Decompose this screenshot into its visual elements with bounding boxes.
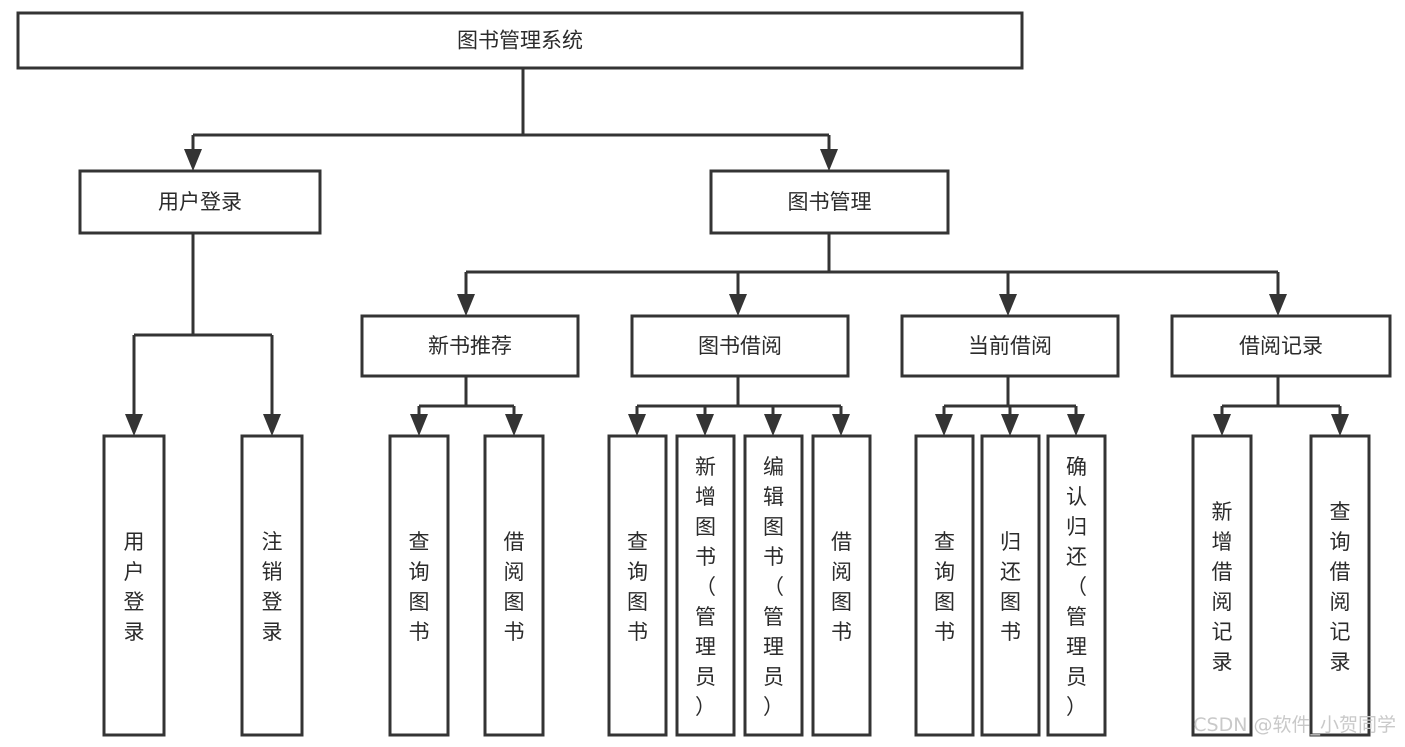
node-box-leaf-add-book[interactable] (675, 434, 736, 737)
node-label-user-login: 用户登录 (158, 190, 242, 214)
connector-book-borrow-to-leaves (628, 376, 850, 436)
node-box-book-borrow[interactable] (630, 314, 850, 378)
node-leaf-borrow-book-2[interactable]: 借阅图书 (811, 434, 872, 737)
node-label-leaf-query-borrow-record: 查询借阅记录 (1330, 500, 1351, 674)
connector-current-borrow-to-leaves (935, 376, 1085, 436)
node-book-borrow[interactable]: 图书借阅 (630, 314, 850, 378)
node-box-leaf-query-book-1[interactable] (388, 434, 450, 737)
node-box-leaf-add-borrow-record[interactable] (1191, 434, 1253, 737)
node-box-leaf-query-book-3[interactable] (914, 434, 975, 737)
node-label-leaf-borrow-book-2: 借阅图书 (831, 530, 852, 644)
node-label-leaf-edit-book: 编辑图书（管理员） (763, 455, 784, 719)
node-label-leaf-query-book-3: 查询图书 (934, 530, 955, 644)
node-leaf-query-borrow-record[interactable]: 查询借阅记录 (1309, 434, 1371, 737)
connector-borrow-record-to-leaves (1213, 376, 1349, 436)
node-leaf-confirm-return[interactable]: 确认归还（管理员） (1046, 434, 1107, 737)
node-label-leaf-user-logout: 注销登录 (262, 530, 283, 644)
node-new-book-recommend[interactable]: 新书推荐 (360, 314, 580, 378)
node-label-borrow-record: 借阅记录 (1239, 334, 1323, 358)
csdn-watermark: CSDN @软件_小贺同学 (1193, 714, 1396, 736)
node-box-current-borrow[interactable] (900, 314, 1120, 378)
node-book-manage[interactable]: 图书管理 (709, 169, 950, 235)
connector-user-login-to-leaves (125, 233, 281, 436)
node-current-borrow[interactable]: 当前借阅 (900, 314, 1120, 378)
node-box-new-book-recommend[interactable] (360, 314, 580, 378)
node-box-leaf-edit-book[interactable] (743, 434, 804, 737)
node-label-book-manage: 图书管理 (788, 190, 872, 214)
node-root[interactable]: 图书管理系统 (16, 11, 1024, 70)
node-label-leaf-user-login: 用户登录 (124, 530, 145, 644)
node-box-leaf-user-login[interactable] (102, 434, 166, 737)
node-box-borrow-record[interactable] (1170, 314, 1392, 378)
node-leaf-user-logout[interactable]: 注销登录 (240, 434, 304, 737)
node-box-user-login[interactable] (78, 169, 322, 235)
connector-root-to-level2 (184, 68, 838, 171)
node-leaf-query-book-3[interactable]: 查询图书 (914, 434, 975, 737)
node-leaf-return-book[interactable]: 归还图书 (980, 434, 1041, 737)
node-box-book-manage[interactable] (709, 169, 950, 235)
node-leaf-edit-book[interactable]: 编辑图书（管理员） (743, 434, 804, 737)
node-label-leaf-add-borrow-record: 新增借阅记录 (1212, 500, 1233, 674)
node-label-leaf-query-book-2: 查询图书 (627, 530, 648, 644)
connector-new-book-recommend-to-leaves (410, 376, 523, 436)
connector-book-manage-to-level3 (457, 233, 1287, 316)
connectors-layer (125, 68, 1349, 436)
node-leaf-query-book-2[interactable]: 查询图书 (607, 434, 668, 737)
node-label-leaf-add-book: 新增图书（管理员） (695, 455, 716, 719)
node-box-leaf-return-book[interactable] (980, 434, 1041, 737)
node-label-new-book-recommend: 新书推荐 (428, 334, 512, 358)
node-label-root: 图书管理系统 (457, 29, 583, 53)
node-box-leaf-borrow-book-2[interactable] (811, 434, 872, 737)
node-leaf-user-login[interactable]: 用户登录 (102, 434, 166, 737)
node-borrow-record[interactable]: 借阅记录 (1170, 314, 1392, 378)
node-box-leaf-confirm-return[interactable] (1046, 434, 1107, 737)
node-user-login[interactable]: 用户登录 (78, 169, 322, 235)
node-label-leaf-borrow-book-1: 借阅图书 (504, 530, 525, 644)
nodes-layer: 图书管理系统用户登录图书管理新书推荐图书借阅当前借阅借阅记录用户登录注销登录查询… (16, 11, 1392, 737)
node-box-root[interactable] (16, 11, 1024, 70)
node-leaf-add-borrow-record[interactable]: 新增借阅记录 (1191, 434, 1253, 737)
node-box-leaf-borrow-book-1[interactable] (483, 434, 545, 737)
node-leaf-query-book-1[interactable]: 查询图书 (388, 434, 450, 737)
node-leaf-borrow-book-1[interactable]: 借阅图书 (483, 434, 545, 737)
node-leaf-add-book[interactable]: 新增图书（管理员） (675, 434, 736, 737)
node-box-leaf-query-borrow-record[interactable] (1309, 434, 1371, 737)
node-label-current-borrow: 当前借阅 (968, 334, 1052, 358)
node-label-leaf-query-book-1: 查询图书 (409, 530, 430, 644)
node-label-leaf-confirm-return: 确认归还（管理员） (1066, 455, 1087, 719)
node-label-book-borrow: 图书借阅 (698, 334, 782, 358)
node-box-leaf-query-book-2[interactable] (607, 434, 668, 737)
node-box-leaf-user-logout[interactable] (240, 434, 304, 737)
node-label-leaf-return-book: 归还图书 (1000, 530, 1021, 644)
